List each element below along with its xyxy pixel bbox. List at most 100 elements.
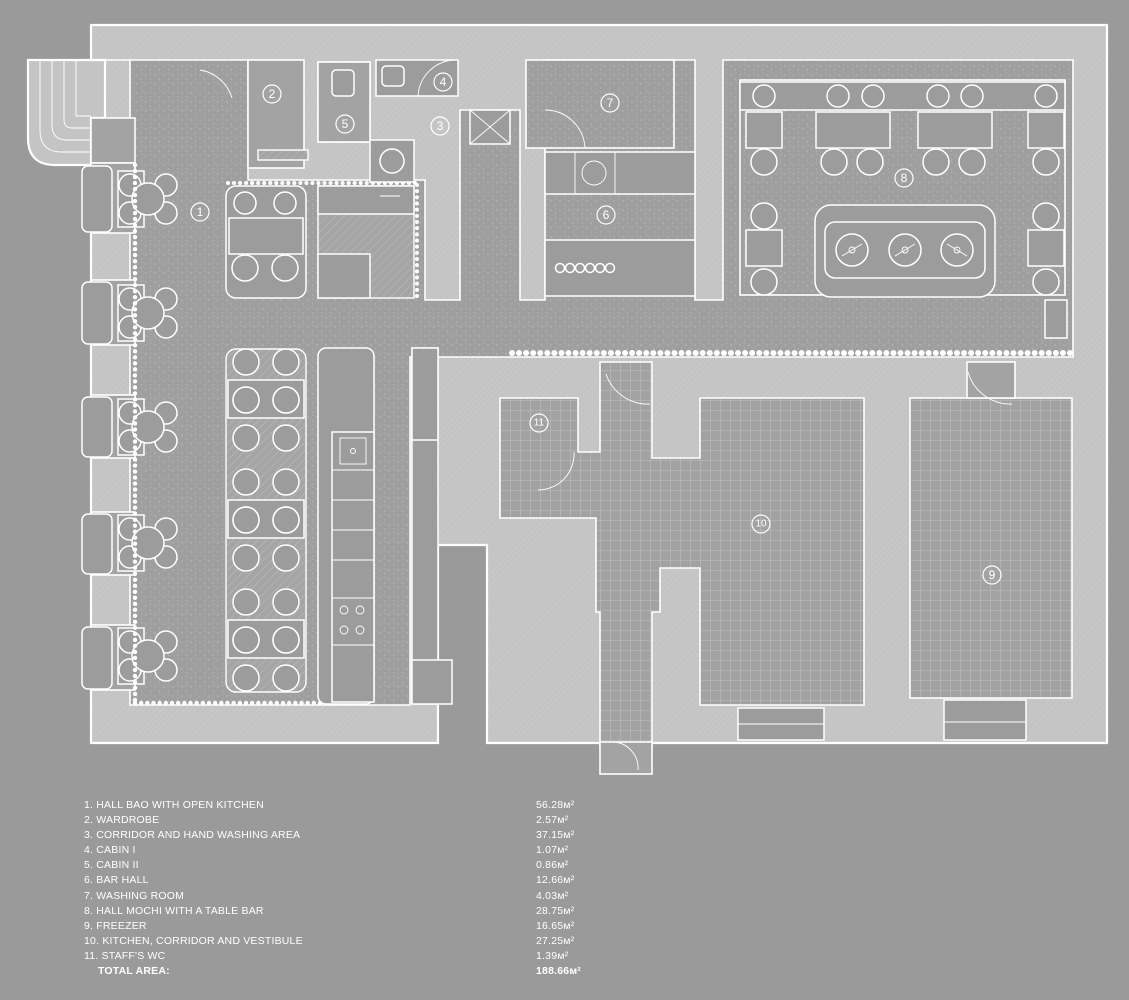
pebble: [132, 289, 138, 294]
pebble: [636, 350, 643, 356]
pebble: [340, 181, 345, 185]
upper-booth: [225, 185, 415, 299]
room-number-markers: 1 2 3 4 5 6 7 8 9 10 11: [190, 72, 1002, 585]
pebble: [415, 257, 419, 261]
pebble: [720, 350, 727, 356]
table: [1027, 111, 1065, 149]
pebble: [833, 350, 840, 356]
pebble: [911, 350, 918, 356]
pebble: [238, 181, 243, 185]
bar-stool: [554, 262, 566, 274]
chair: [272, 544, 300, 572]
pebble: [132, 222, 138, 228]
chair: [1034, 84, 1058, 108]
pebble: [132, 361, 138, 366]
pebble: [132, 691, 138, 697]
room-marker-9: 9: [982, 565, 1002, 585]
total-area-label: TOTAL AREA:: [98, 965, 170, 978]
chair: [272, 424, 300, 452]
pebble: [516, 350, 523, 356]
pebble: [961, 350, 968, 356]
pebble: [869, 350, 876, 356]
legend-room-area: 37.15м²: [536, 829, 575, 842]
pebble: [132, 264, 138, 270]
pebble: [132, 168, 138, 174]
pebble: [132, 277, 138, 282]
bar-stool: [594, 262, 606, 274]
pebble: [749, 350, 756, 356]
room-marker-7: 7: [600, 93, 620, 113]
pebble: [132, 685, 138, 691]
pebble: [132, 403, 138, 408]
pebble: [244, 181, 249, 185]
pebble: [840, 350, 847, 356]
pebble: [299, 700, 304, 706]
pebble: [132, 481, 138, 486]
pebble: [132, 667, 138, 673]
bar-stool: [604, 262, 616, 274]
table: [917, 111, 993, 149]
pebble: [286, 700, 292, 706]
pebble: [953, 350, 960, 356]
pebble: [262, 700, 267, 706]
chair: [232, 626, 260, 654]
pebble: [132, 204, 138, 210]
pebble-borders: [132, 162, 1073, 706]
pebble: [939, 350, 946, 356]
pebble: [132, 589, 138, 594]
pebble: [132, 523, 138, 528]
pebble: [311, 700, 317, 706]
pebble: [132, 210, 138, 216]
pebble: [132, 198, 138, 204]
pebble: [200, 700, 206, 706]
pebble: [643, 350, 650, 356]
pebble: [132, 433, 138, 438]
legend-room-area: 56.28м²: [536, 799, 575, 811]
pebble: [132, 325, 138, 330]
pebble: [946, 350, 953, 356]
pebble: [904, 350, 911, 356]
pebble: [826, 350, 833, 356]
pebble: [232, 181, 237, 185]
pebble: [132, 553, 138, 558]
bar-stool: [574, 262, 586, 274]
pebble: [132, 367, 138, 372]
pebble: [151, 700, 156, 706]
chair: [750, 148, 778, 176]
pebble: [132, 307, 138, 312]
pebble: [650, 350, 657, 356]
pebble: [132, 655, 138, 661]
pebble: [212, 700, 218, 706]
svg-text:5: 5: [342, 117, 349, 131]
open-kitchen-counter: [317, 347, 453, 705]
pebble: [219, 700, 224, 706]
back-of-house: [499, 361, 1073, 775]
pebble: [415, 269, 419, 274]
pebble: [415, 275, 419, 280]
room-marker-10: 10: [751, 514, 771, 534]
chair: [752, 84, 776, 108]
pebble: [132, 487, 138, 492]
chair: [272, 386, 300, 414]
pebble: [132, 661, 138, 667]
pebble: [292, 181, 297, 185]
legend-room-name: 11. STAFF'S WC: [84, 949, 166, 962]
pebble: [629, 350, 636, 356]
legend-room-name: 2. WARDROBE: [84, 814, 160, 827]
chair: [820, 148, 848, 176]
pebble: [622, 350, 629, 356]
pebble: [132, 421, 138, 426]
pebble: [231, 700, 236, 706]
pebble: [132, 445, 138, 450]
pebble: [132, 283, 138, 288]
pebble: [132, 319, 138, 324]
pebble: [310, 181, 315, 185]
pebble: [883, 350, 890, 356]
pebble: [358, 181, 363, 185]
pebble: [415, 226, 419, 231]
